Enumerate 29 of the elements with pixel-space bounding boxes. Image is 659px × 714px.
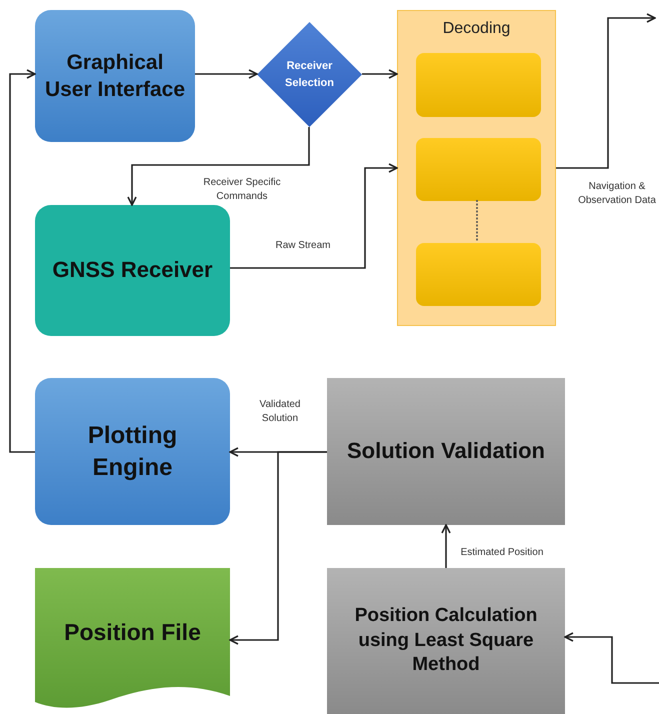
group-container: [397, 10, 556, 326]
node-label: GNSS Receiver: [51, 256, 214, 284]
process-box: [35, 10, 195, 142]
process-box: [327, 378, 565, 525]
arrow: [127, 127, 310, 206]
decision-label: Receiver Selection: [284, 59, 335, 90]
node-label: Position Calculation using Least Square Method: [354, 604, 538, 678]
decoder-box: [416, 243, 541, 306]
arrow: [362, 69, 398, 79]
node-label: Plotting Engine: [86, 421, 178, 482]
group-heading: Decoding: [442, 19, 512, 39]
arrow: [229, 451, 327, 645]
decision-diamond: [257, 22, 362, 127]
process-box: [327, 568, 565, 714]
process-box: [35, 378, 230, 525]
arrow: [195, 69, 258, 79]
dotted-connector: [476, 200, 478, 242]
decoder-box: [416, 138, 541, 201]
decoder-box: [416, 53, 541, 117]
arrow: [441, 524, 451, 568]
process-box: [35, 205, 230, 336]
node-label: Solution Validation: [346, 437, 546, 466]
document-shape: [35, 568, 230, 710]
arrow: [556, 13, 656, 169]
arrow: [564, 632, 659, 684]
arrow: [9, 69, 36, 453]
node-label: Position File: [63, 618, 202, 648]
node-label: Graphical User Interface: [44, 50, 186, 103]
arrow: [230, 163, 398, 269]
